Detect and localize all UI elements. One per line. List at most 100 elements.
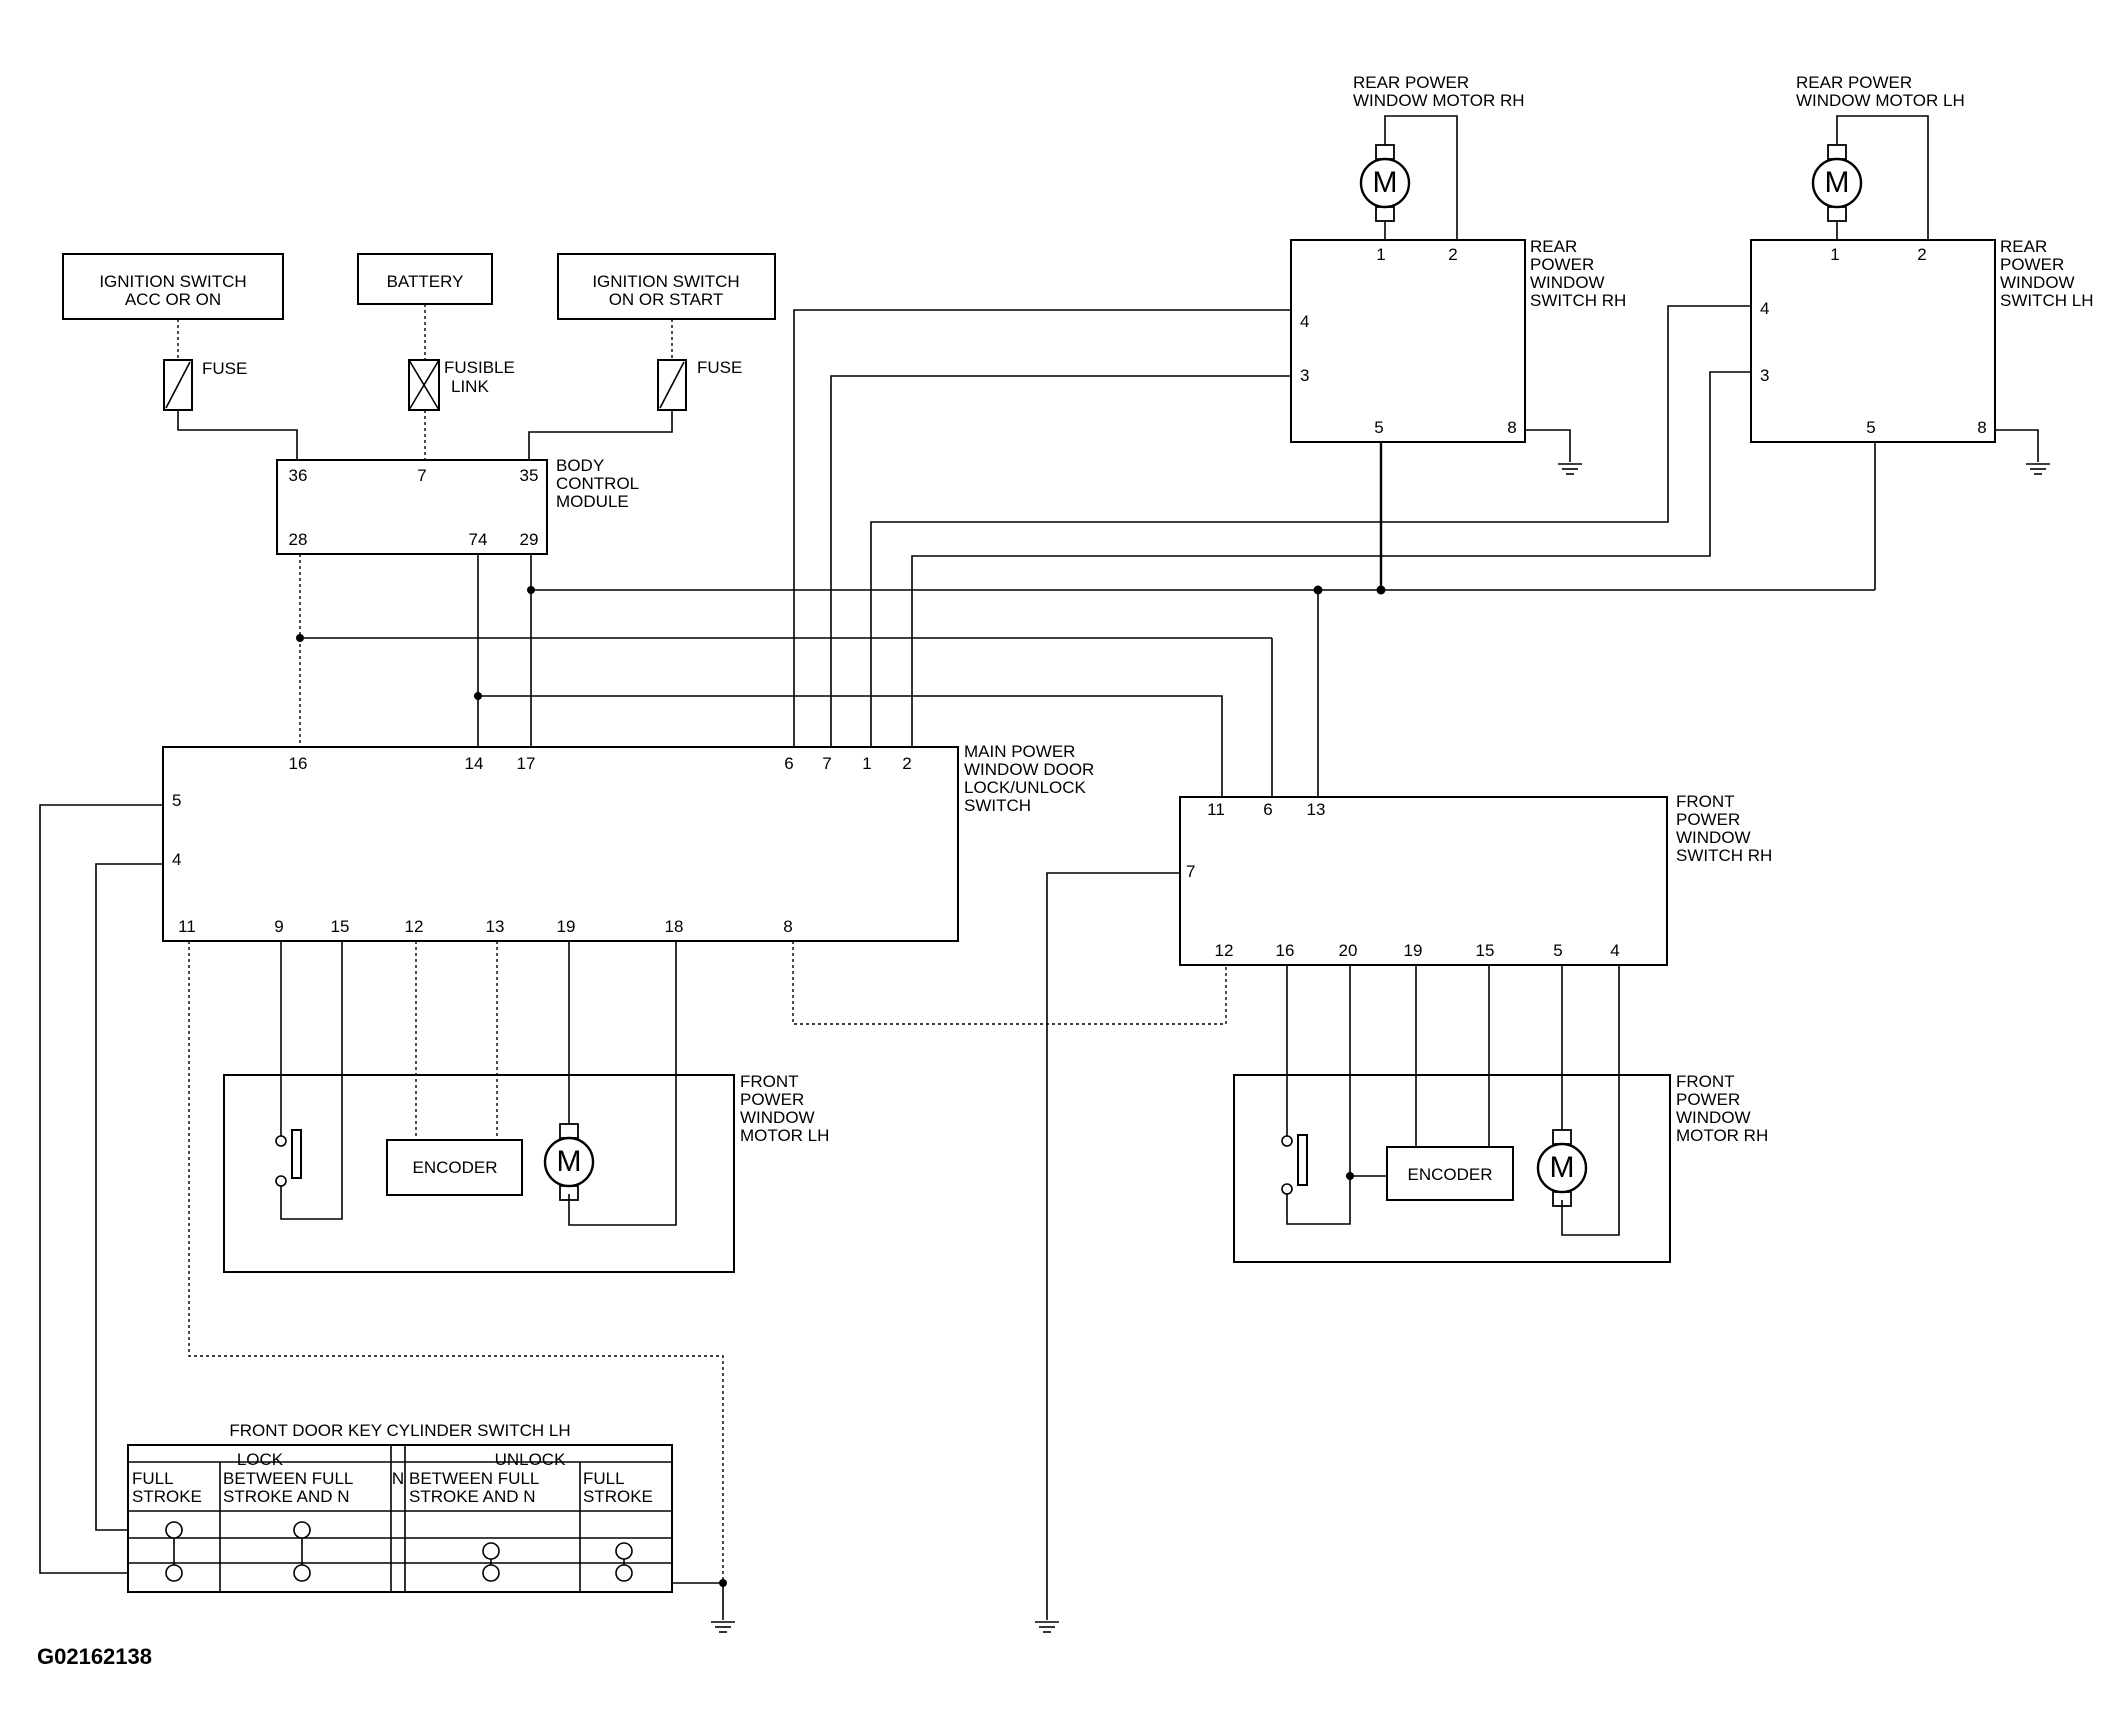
ignition-acc-label-1: IGNITION SWITCH xyxy=(99,272,246,291)
front-motor-lh-label-1: FRONT xyxy=(740,1072,799,1091)
body-control-module: 36 7 35 28 74 29 BODY CONTROL MODULE xyxy=(276,456,639,555)
main-label-3: LOCK/UNLOCK xyxy=(964,778,1087,797)
rear-motor-rh-label-2: WINDOW MOTOR RH xyxy=(1353,91,1525,110)
main-label-2: WINDOW DOOR xyxy=(964,760,1094,779)
frh-pin-7: 7 xyxy=(1186,862,1195,881)
key-cylinder-lock: LOCK xyxy=(237,1450,284,1469)
front-window-motor-lh: FRONT POWER WINDOW MOTOR LH ENCODER M xyxy=(223,941,829,1273)
fusible-link: FUSIBLE LINK xyxy=(408,304,515,460)
rrh-pin-4: 4 xyxy=(1300,312,1309,331)
front-motor-rh-m: M xyxy=(1550,1151,1575,1184)
main-pin-13: 13 xyxy=(486,917,505,936)
frh-label-3: WINDOW xyxy=(1676,828,1751,847)
front-lh-encoder: ENCODER xyxy=(412,1158,497,1177)
frh-pin-15: 15 xyxy=(1476,941,1495,960)
kc-col3-line1: BETWEEN FULL xyxy=(409,1469,539,1488)
front-motor-rh-label-3: WINDOW xyxy=(1676,1108,1751,1127)
fuse-1-label: FUSE xyxy=(202,359,247,378)
kc-col4-line1: FULL xyxy=(583,1469,625,1488)
rrh-pin-1: 1 xyxy=(1376,245,1385,264)
rlh-pin-8: 8 xyxy=(1977,418,1986,437)
bcm-label-2: CONTROL xyxy=(556,474,639,493)
rlh-pin-2: 2 xyxy=(1917,245,1926,264)
kc-col3-line2: STROKE AND N xyxy=(409,1487,536,1506)
main-pin-18: 18 xyxy=(665,917,684,936)
main-power-window-switch: 16 14 17 6 7 1 2 5 4 11 9 15 12 13 19 18… xyxy=(162,742,1094,942)
frh-pin-16: 16 xyxy=(1276,941,1295,960)
front-motor-lh-label-4: MOTOR LH xyxy=(740,1126,829,1145)
main-pin-16: 16 xyxy=(289,754,308,773)
rear-lh-ground xyxy=(1995,429,2051,475)
rlh-pin-4: 4 xyxy=(1760,299,1769,318)
frh-pin-4: 4 xyxy=(1610,941,1619,960)
bcm-pin-36: 36 xyxy=(289,466,308,485)
rear-motor-lh-m: M xyxy=(1825,166,1850,199)
figure-code: G02162138 xyxy=(37,1644,152,1669)
key-cylinder-unlock: UNLOCK xyxy=(495,1450,567,1469)
rrh-label-1: REAR xyxy=(1530,237,1577,256)
ignition-switch-start-box: IGNITION SWITCH ON OR START xyxy=(557,253,776,320)
fuse-2: FUSE xyxy=(528,319,742,460)
frh-pin-19: 19 xyxy=(1404,941,1423,960)
bcm-pin-35: 35 xyxy=(520,466,539,485)
frh-pin-11: 11 xyxy=(1207,800,1225,819)
rlh-label-2: POWER xyxy=(2000,255,2064,274)
bcm-pin-28: 28 xyxy=(289,530,308,549)
main-label-4: SWITCH xyxy=(964,796,1031,815)
rrh-label-4: SWITCH RH xyxy=(1530,291,1626,310)
rrh-pin-5: 5 xyxy=(1374,418,1383,437)
fuse-2-label: FUSE xyxy=(697,358,742,377)
frh-label-2: POWER xyxy=(1676,810,1740,829)
fuse-1: FUSE xyxy=(163,319,298,460)
frh-pin-20: 20 xyxy=(1339,941,1358,960)
front-door-key-cylinder-switch-lh: FRONT DOOR KEY CYLINDER SWITCH LH LOCK U… xyxy=(127,1421,723,1593)
front-motor-rh-label-1: FRONT xyxy=(1676,1072,1735,1091)
battery-label: BATTERY xyxy=(387,272,464,291)
kc-col2-line2: STROKE AND N xyxy=(223,1487,350,1506)
kc-col1-line1: FULL xyxy=(132,1469,174,1488)
main-pin-2: 2 xyxy=(902,754,911,773)
front-motor-lh-label-2: POWER xyxy=(740,1090,804,1109)
main-pin-5: 5 xyxy=(172,791,181,810)
main-pin-1: 1 xyxy=(862,754,871,773)
ignition-start-label-2: ON OR START xyxy=(609,290,724,309)
rlh-pin-3: 3 xyxy=(1760,366,1769,385)
main-pin-4: 4 xyxy=(172,850,181,869)
rlh-pin-5: 5 xyxy=(1866,418,1875,437)
fusible-link-label-1: FUSIBLE xyxy=(444,358,515,377)
key-cylinder-n: N xyxy=(392,1469,404,1488)
frh-label-4: SWITCH RH xyxy=(1676,846,1772,865)
main-pin-15: 15 xyxy=(331,917,350,936)
main-pin-6: 6 xyxy=(784,754,793,773)
rear-window-motor-rh: REAR POWER WINDOW MOTOR RH M xyxy=(1353,73,1525,240)
rlh-label-1: REAR xyxy=(2000,237,2047,256)
main-pin-11: 11 xyxy=(178,917,196,936)
bcm-pin-74: 74 xyxy=(469,530,488,549)
main-pin-19: 19 xyxy=(557,917,576,936)
front-power-window-switch-rh: 11 6 13 7 12 16 20 19 15 5 4 FRONT POWER… xyxy=(1179,792,1772,966)
main-pin-17: 17 xyxy=(517,754,536,773)
front-window-motor-rh: FRONT POWER WINDOW MOTOR RH ENCODER M xyxy=(1233,965,1768,1263)
fusible-link-label-2: LINK xyxy=(451,377,489,396)
rear-power-window-switch-rh: 1 2 4 3 5 8 REAR POWER WINDOW SWITCH RH xyxy=(1290,237,1626,443)
rrh-pin-3: 3 xyxy=(1300,366,1309,385)
frh-pin-12: 12 xyxy=(1215,941,1234,960)
bcm-pin-29: 29 xyxy=(520,530,539,549)
kc-col2-line1: BETWEEN FULL xyxy=(223,1469,353,1488)
rear-power-window-switch-lh: 1 2 4 3 5 8 REAR POWER WINDOW SWITCH LH xyxy=(1750,237,2094,443)
bcm-label-3: MODULE xyxy=(556,492,629,511)
ignition-acc-label-2: ACC OR ON xyxy=(125,290,221,309)
main-pin-14: 14 xyxy=(465,754,484,773)
battery-box: BATTERY xyxy=(357,253,493,305)
main-pin-12: 12 xyxy=(405,917,424,936)
main-label-1: MAIN POWER xyxy=(964,742,1075,761)
main-pin-7: 7 xyxy=(822,754,831,773)
rear-motor-rh-label-1: REAR POWER xyxy=(1353,73,1469,92)
frh-pin-5: 5 xyxy=(1553,941,1562,960)
rrh-label-3: WINDOW xyxy=(1530,273,1605,292)
rrh-pin-2: 2 xyxy=(1448,245,1457,264)
frh-pin-13: 13 xyxy=(1307,800,1326,819)
rrh-pin-8: 8 xyxy=(1507,418,1516,437)
rear-motor-lh-label-1: REAR POWER xyxy=(1796,73,1912,92)
ignition-start-label-1: IGNITION SWITCH xyxy=(592,272,739,291)
